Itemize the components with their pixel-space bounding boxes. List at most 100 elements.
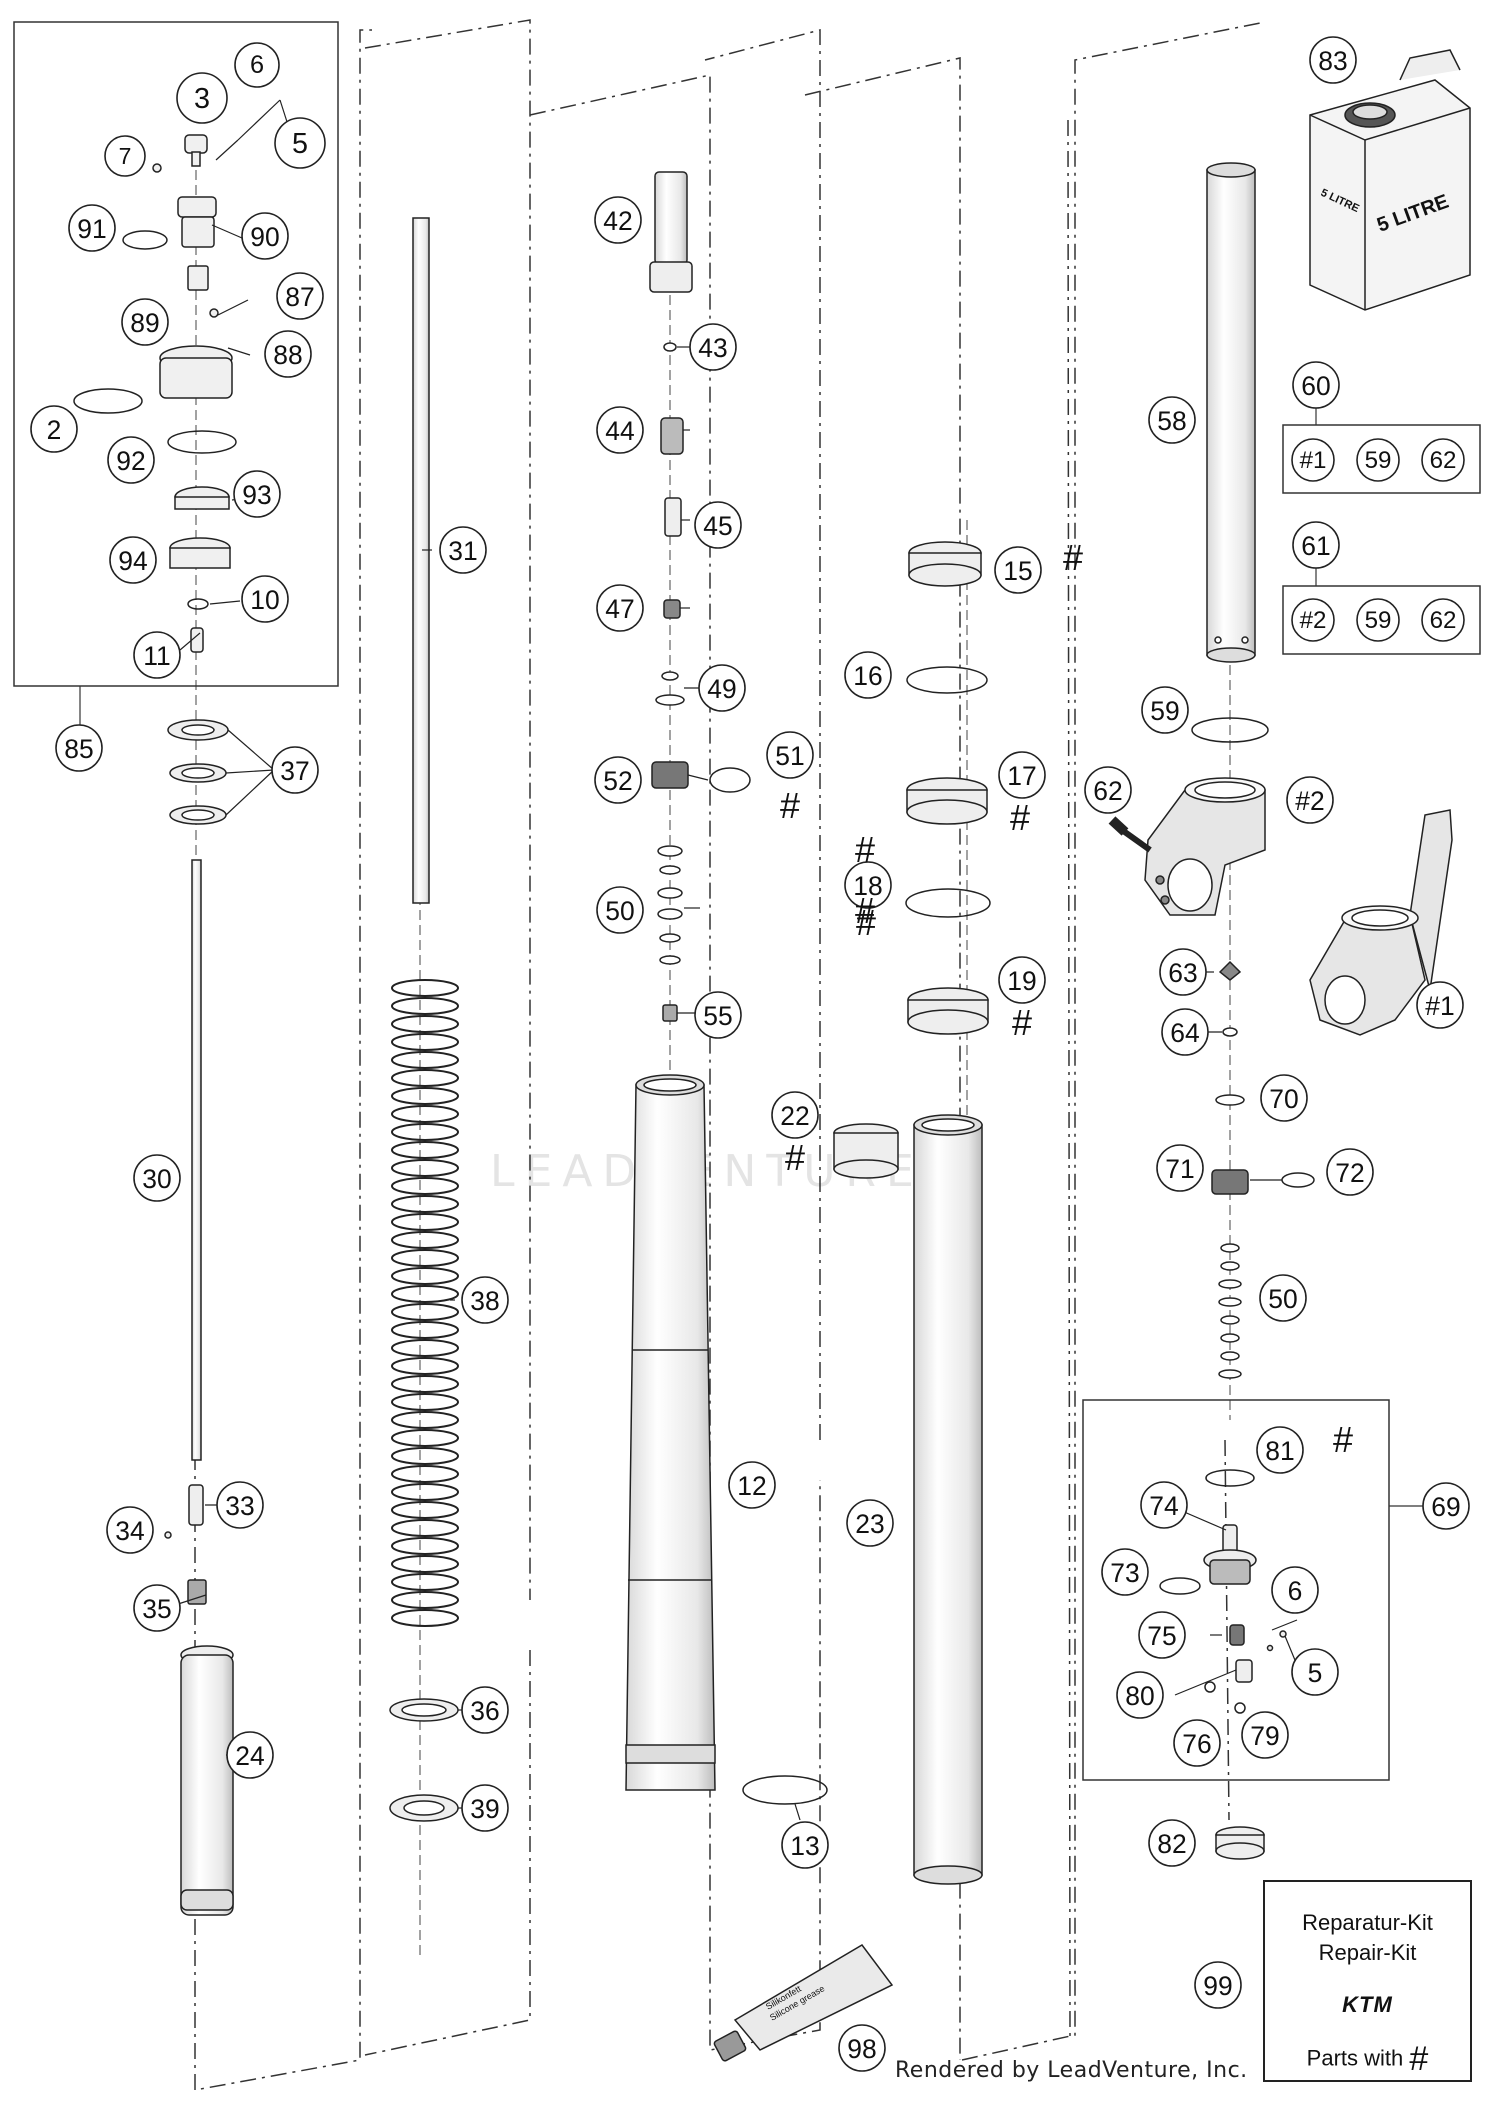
callout-c80: 80 bbox=[1116, 1671, 1164, 1719]
callout-c33: 33 bbox=[216, 1481, 264, 1529]
callout-c19: 19 bbox=[998, 956, 1046, 1004]
hash-symbol: # bbox=[1409, 2040, 1429, 2078]
svg-text:83: 83 bbox=[1318, 46, 1347, 76]
repair-kit-parts-note: Parts with # bbox=[1265, 2040, 1470, 2079]
callout-c76: 76 bbox=[1173, 1719, 1221, 1767]
callout-c43: 43 bbox=[689, 323, 737, 371]
footer-credit: Rendered by LeadVenture, Inc. bbox=[895, 2058, 1248, 2083]
slider-tube-23 bbox=[913, 1114, 983, 1885]
repair-kit-hash-mark: # bbox=[855, 890, 875, 931]
svg-text:59: 59 bbox=[1150, 696, 1179, 726]
svg-text:92: 92 bbox=[116, 446, 145, 476]
callout-c59: 59 bbox=[1141, 686, 1189, 734]
svg-text:12: 12 bbox=[737, 1471, 766, 1501]
ktm-logo: KTM bbox=[1342, 1992, 1393, 2017]
svg-text:43: 43 bbox=[698, 333, 727, 363]
callout-c3: 3 bbox=[176, 72, 228, 124]
callout-c94: 94 bbox=[109, 536, 157, 584]
callout-c93: 93 bbox=[233, 470, 281, 518]
svg-text:63: 63 bbox=[1168, 958, 1197, 988]
o-ring-59 bbox=[1191, 717, 1269, 743]
washers-37 bbox=[167, 719, 229, 825]
callout-k61b: 59 bbox=[1356, 598, 1400, 642]
kit-box-61 bbox=[1282, 585, 1481, 655]
callout-c34: 34 bbox=[106, 1506, 154, 1554]
callout-c7: 7 bbox=[104, 135, 146, 177]
callout-c18: 18 bbox=[844, 861, 892, 909]
callout-c2: 2 bbox=[30, 405, 78, 453]
svg-text:49: 49 bbox=[707, 674, 736, 704]
svg-text:99: 99 bbox=[1203, 1971, 1232, 2001]
callout-c60: 60 bbox=[1292, 361, 1340, 409]
svg-text:55: 55 bbox=[703, 1001, 732, 1031]
callout-c5b: 5 bbox=[1291, 1648, 1339, 1696]
svg-text:17: 17 bbox=[1007, 761, 1036, 791]
leader-lines-col1 bbox=[179, 99, 289, 651]
callout-c83: 83 bbox=[1309, 36, 1357, 84]
svg-text:62: 62 bbox=[1430, 447, 1457, 474]
repair-kit-title-de: Reparatur-Kit bbox=[1302, 1910, 1433, 1935]
svg-text:42: 42 bbox=[603, 206, 632, 236]
callout-c47: 47 bbox=[596, 584, 644, 632]
svg-text:72: 72 bbox=[1335, 1158, 1364, 1188]
svg-text:31: 31 bbox=[448, 536, 477, 566]
svg-text:18: 18 bbox=[853, 871, 882, 901]
svg-text:5: 5 bbox=[1308, 1658, 1323, 1688]
svg-text:37: 37 bbox=[280, 756, 309, 786]
leader-col3 bbox=[677, 346, 709, 1014]
repair-kit-hash-mark: # bbox=[856, 902, 876, 943]
svg-text:75: 75 bbox=[1147, 1621, 1176, 1651]
callout-c39: 39 bbox=[461, 1784, 509, 1832]
o-ring-13 bbox=[742, 1775, 828, 1805]
svg-text:47: 47 bbox=[605, 594, 634, 624]
axle-clamp-2 bbox=[1108, 777, 1266, 916]
svg-text:15: 15 bbox=[1003, 556, 1032, 586]
svg-text:#2: #2 bbox=[1295, 786, 1324, 816]
callout-c90: 90 bbox=[241, 212, 289, 260]
svg-text:33: 33 bbox=[225, 1491, 254, 1521]
callout-c81: 81 bbox=[1256, 1426, 1304, 1474]
svg-text:39: 39 bbox=[470, 1794, 499, 1824]
callout-c69: 69 bbox=[1422, 1482, 1470, 1530]
callout-c74: 74 bbox=[1140, 1481, 1188, 1529]
seal-parts bbox=[833, 541, 991, 1179]
tube-58 bbox=[1206, 162, 1256, 663]
svg-text:36: 36 bbox=[470, 1696, 499, 1726]
callout-c5a: 5 bbox=[274, 117, 326, 169]
adjuster-assembly-parts bbox=[73, 134, 237, 653]
callout-c13: 13 bbox=[781, 1821, 829, 1869]
svg-text:60: 60 bbox=[1301, 371, 1330, 401]
callout-c89: 89 bbox=[121, 298, 169, 346]
svg-text:19: 19 bbox=[1007, 966, 1036, 996]
svg-text:74: 74 bbox=[1149, 1491, 1178, 1521]
spring-38 bbox=[391, 979, 459, 1627]
leader-37 bbox=[225, 729, 275, 816]
callout-c49: 49 bbox=[698, 664, 746, 712]
repair-kit-hash-mark: # bbox=[1010, 797, 1030, 838]
callout-c31: 31 bbox=[439, 526, 487, 574]
callout-c64: 64 bbox=[1161, 1008, 1209, 1056]
repair-kit-hash-mark: # bbox=[1063, 537, 1083, 578]
svg-text:88: 88 bbox=[273, 340, 302, 370]
callout-c22: 22 bbox=[771, 1091, 819, 1139]
callout-c87: 87 bbox=[276, 272, 324, 320]
svg-text:58: 58 bbox=[1157, 406, 1186, 436]
svg-text:87: 87 bbox=[285, 282, 314, 312]
callout-c82: 82 bbox=[1148, 1819, 1196, 1867]
callout-c63: 63 bbox=[1159, 948, 1207, 996]
callout-c62: 62 bbox=[1084, 766, 1132, 814]
kit-box-60 bbox=[1282, 424, 1481, 494]
svg-text:22: 22 bbox=[780, 1101, 809, 1131]
svg-text:30: 30 bbox=[142, 1164, 171, 1194]
callout-c58: 58 bbox=[1148, 396, 1196, 444]
svg-text:70: 70 bbox=[1269, 1084, 1298, 1114]
svg-text:38: 38 bbox=[470, 1286, 499, 1316]
svg-text:6: 6 bbox=[250, 51, 264, 79]
grease-tube-98 bbox=[713, 1944, 894, 2062]
callout-c10: 10 bbox=[241, 575, 289, 623]
callout-c42: 42 bbox=[594, 196, 642, 244]
callout-c11: 11 bbox=[133, 631, 181, 679]
callout-k60b: 59 bbox=[1356, 438, 1400, 482]
svg-text:16: 16 bbox=[853, 661, 882, 691]
svg-text:80: 80 bbox=[1125, 1681, 1154, 1711]
